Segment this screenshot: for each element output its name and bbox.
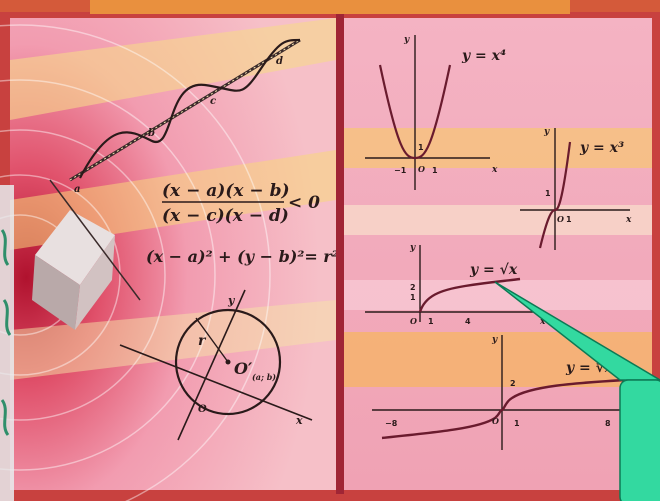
center-label: O′ bbox=[234, 359, 253, 378]
graph-sqrt-axis-x: x bbox=[539, 317, 546, 327]
radius-label: r bbox=[198, 333, 207, 349]
graph-sqrt-tick-y1: 1 bbox=[410, 293, 416, 302]
graph-cbrt-tick-y: 2 bbox=[510, 379, 516, 388]
graph-x3-origin: O bbox=[557, 214, 564, 224]
graph-cbrt-tick-x1: 1 bbox=[514, 419, 520, 428]
circle-formula: (x − a)² + (y − b)²= r² bbox=[146, 247, 339, 266]
graph-sqrt-tick-x1: 1 bbox=[428, 317, 434, 326]
circle-origin: O bbox=[198, 404, 207, 415]
graph-x3-axis-x: x bbox=[625, 215, 632, 225]
graph-x4-origin: O bbox=[418, 164, 425, 174]
inequality-sketch: a b c d bbox=[69, 38, 301, 195]
graph-x4: y = x⁴ y x −1 1 1 O bbox=[365, 35, 506, 190]
graph-sqrt-equation: y = √x bbox=[469, 262, 518, 278]
graph-sqrt-origin: O bbox=[410, 316, 417, 326]
label-d: d bbox=[276, 56, 283, 67]
right-page: y = x⁴ y x −1 1 1 O y = x³ y x 1 1 O y =… bbox=[344, 18, 652, 490]
graph-sqrt: y = √x y x 1 2 1 4 O bbox=[365, 243, 546, 327]
inequality-formula: (x − a)(x − b) (x − c)(x − d) < 0 bbox=[162, 181, 320, 226]
circle-diagram: r O′ (a; b) O y x bbox=[119, 289, 313, 441]
cube-shape bbox=[32, 179, 141, 330]
speech-callout bbox=[494, 281, 660, 501]
graph-x4-axis-x: x bbox=[491, 165, 498, 175]
graph-cbrt-axis-y: y bbox=[491, 335, 498, 345]
graph-x4-tick-neg: −1 bbox=[394, 166, 407, 175]
label-b: b bbox=[148, 128, 155, 139]
left-edge-decoration bbox=[0, 185, 14, 501]
graph-x3-equation: y = x³ bbox=[579, 140, 624, 156]
graph-cbrt-origin: O bbox=[492, 416, 499, 426]
center-coords: (a; b) bbox=[252, 372, 276, 382]
graph-sqrt-tick-y2: 2 bbox=[410, 283, 416, 292]
circle-axis-y: y bbox=[227, 294, 236, 307]
label-a: a bbox=[74, 184, 80, 195]
graph-x3-tick-y: 1 bbox=[545, 189, 551, 198]
graph-x3-tick-x: 1 bbox=[566, 215, 572, 224]
graph-cbrt-tick-pos: 8 bbox=[605, 419, 611, 428]
left-page: a b c d (x − a)(x − b) (x − c)(x − d) < … bbox=[0, 18, 339, 501]
formula-relation: < 0 bbox=[288, 193, 320, 213]
formula-denominator: (x − c)(x − d) bbox=[162, 206, 289, 226]
graph-x4-tick-pos: 1 bbox=[432, 166, 438, 175]
graph-x3-axis-y: y bbox=[543, 127, 550, 137]
formula-numerator: (x − a)(x − b) bbox=[162, 181, 290, 201]
label-c: c bbox=[210, 96, 216, 107]
circle-axis-x: x bbox=[295, 414, 303, 427]
graph-x3: y = x³ y x 1 1 O bbox=[520, 127, 632, 250]
graph-sqrt-tick-x2: 4 bbox=[465, 317, 471, 326]
graph-cbrt-tick-neg: −8 bbox=[385, 419, 398, 428]
graph-x4-axis-y: y bbox=[403, 35, 410, 45]
graph-sqrt-axis-y: y bbox=[409, 243, 416, 253]
graph-x4-tick-y: 1 bbox=[418, 143, 424, 152]
graph-x4-equation: y = x⁴ bbox=[461, 48, 506, 64]
